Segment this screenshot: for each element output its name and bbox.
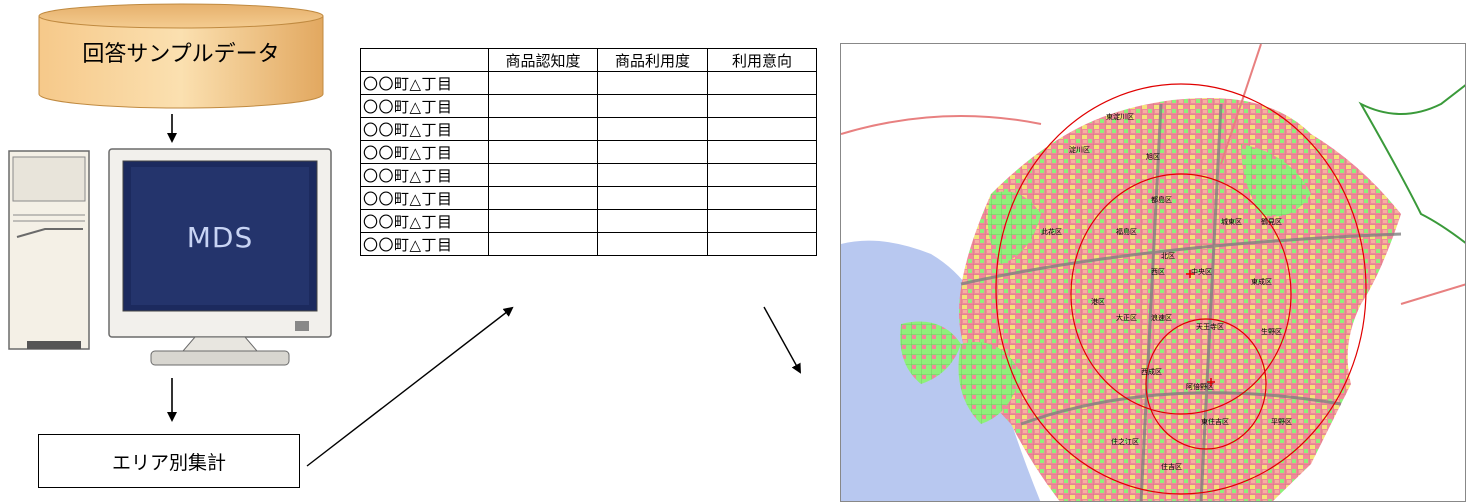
row-label: 〇〇町△丁目 xyxy=(360,232,489,256)
table-row: 〇〇町△丁目 xyxy=(360,140,817,164)
ward-label: 天王寺区 xyxy=(1196,323,1224,331)
ward-label: 鶴見区 xyxy=(1261,217,1282,226)
table-cell xyxy=(597,209,708,233)
area-aggregation-box: エリア別集計 xyxy=(38,434,300,488)
ward-label: 住吉区 xyxy=(1161,462,1182,471)
trade-area-circle-inner xyxy=(1145,318,1267,450)
table-cell xyxy=(597,140,708,164)
area-table: 商品認知度 商品利用度 利用意向 〇〇町△丁目 〇〇町△丁目 〇〇町△丁目 〇〇… xyxy=(360,48,817,256)
table-cell xyxy=(488,71,598,95)
ward-label: 西成区 xyxy=(1141,367,1162,376)
table-cell xyxy=(488,232,598,256)
arrow-table-to-map xyxy=(763,306,801,374)
table-cell xyxy=(597,71,708,95)
osaka-map: 東淀川区 淀川区 旭区 都島区 鶴見区 城東区 北区 福島区 此花区 西区 中央… xyxy=(840,43,1466,502)
row-label: 〇〇町△丁目 xyxy=(360,140,489,164)
table-cell xyxy=(488,209,598,233)
ward-label: 淀川区 xyxy=(1069,145,1090,154)
ward-label: 旭区 xyxy=(1146,152,1160,161)
table-cell xyxy=(488,117,598,141)
arrow-area-to-table xyxy=(306,306,514,467)
row-label: 〇〇町△丁目 xyxy=(360,117,489,141)
ward-label: 浪速区 xyxy=(1151,313,1172,322)
trade-area-circle-middle xyxy=(1070,173,1292,415)
ward-label: 港区 xyxy=(1091,297,1105,306)
row-label: 〇〇町△丁目 xyxy=(360,186,489,210)
table-row: 〇〇町△丁目 xyxy=(360,186,817,210)
table-cell xyxy=(707,117,817,141)
trade-area-circle-outer xyxy=(995,83,1367,495)
row-label: 〇〇町△丁目 xyxy=(360,94,489,118)
ward-label: 東住吉区 xyxy=(1201,417,1229,426)
ward-label: 生野区 xyxy=(1261,327,1282,336)
row-label: 〇〇町△丁目 xyxy=(360,71,489,95)
table-cell xyxy=(597,186,708,210)
ward-label: 阿倍野区 xyxy=(1186,382,1214,391)
monitor-screen-text: MDS xyxy=(186,221,254,254)
table-row: 〇〇町△丁目 xyxy=(360,117,817,141)
row-label: 〇〇町△丁目 xyxy=(360,163,489,187)
table-row: 〇〇町△丁目 xyxy=(360,232,817,256)
table-cell xyxy=(707,209,817,233)
ward-label: 東成区 xyxy=(1251,277,1272,286)
table-cell xyxy=(488,186,598,210)
computer-icon: MDS xyxy=(5,145,335,370)
table-cell xyxy=(707,232,817,256)
ward-label: 福島区 xyxy=(1116,227,1137,236)
table-cell xyxy=(707,71,817,95)
table-header-cell: 商品利用度 xyxy=(597,48,708,72)
table-cell xyxy=(488,140,598,164)
table-row: 〇〇町△丁目 xyxy=(360,209,817,233)
table-header-cell: 利用意向 xyxy=(707,48,817,72)
database-cylinder: 回答サンプルデータ xyxy=(37,2,325,110)
ward-label: 北区 xyxy=(1161,252,1175,260)
ward-label: 平野区 xyxy=(1271,418,1292,426)
ward-label: 城東区 xyxy=(1221,217,1242,226)
ward-label: 住之江区 xyxy=(1111,437,1139,446)
table-header-cell xyxy=(360,48,489,72)
ward-label: 中央区 xyxy=(1191,267,1212,276)
area-aggregation-label: エリア別集計 xyxy=(111,451,226,474)
table-row: 〇〇町△丁目 xyxy=(360,94,817,118)
table-cell xyxy=(597,94,708,118)
ward-label: 大正区 xyxy=(1116,313,1137,322)
ward-label: 西区 xyxy=(1151,268,1165,276)
table-row: 〇〇町△丁目 xyxy=(360,163,817,187)
table-cell xyxy=(597,163,708,187)
ward-label: 此花区 xyxy=(1041,227,1062,236)
table-cell xyxy=(488,94,598,118)
row-label: 〇〇町△丁目 xyxy=(360,209,489,233)
table-cell xyxy=(597,117,708,141)
ward-label: 東淀川区 xyxy=(1106,112,1134,121)
table-header-cell: 商品認知度 xyxy=(488,48,598,72)
table-header-row: 商品認知度 商品利用度 利用意向 xyxy=(360,48,817,72)
table-cell xyxy=(488,163,598,187)
table-cell xyxy=(597,232,708,256)
table-cell xyxy=(707,94,817,118)
ward-label: 都島区 xyxy=(1151,195,1172,204)
table-cell xyxy=(707,186,817,210)
table-cell xyxy=(707,140,817,164)
table-row: 〇〇町△丁目 xyxy=(360,71,817,95)
database-label: 回答サンプルデータ xyxy=(82,42,280,67)
table-cell xyxy=(707,163,817,187)
